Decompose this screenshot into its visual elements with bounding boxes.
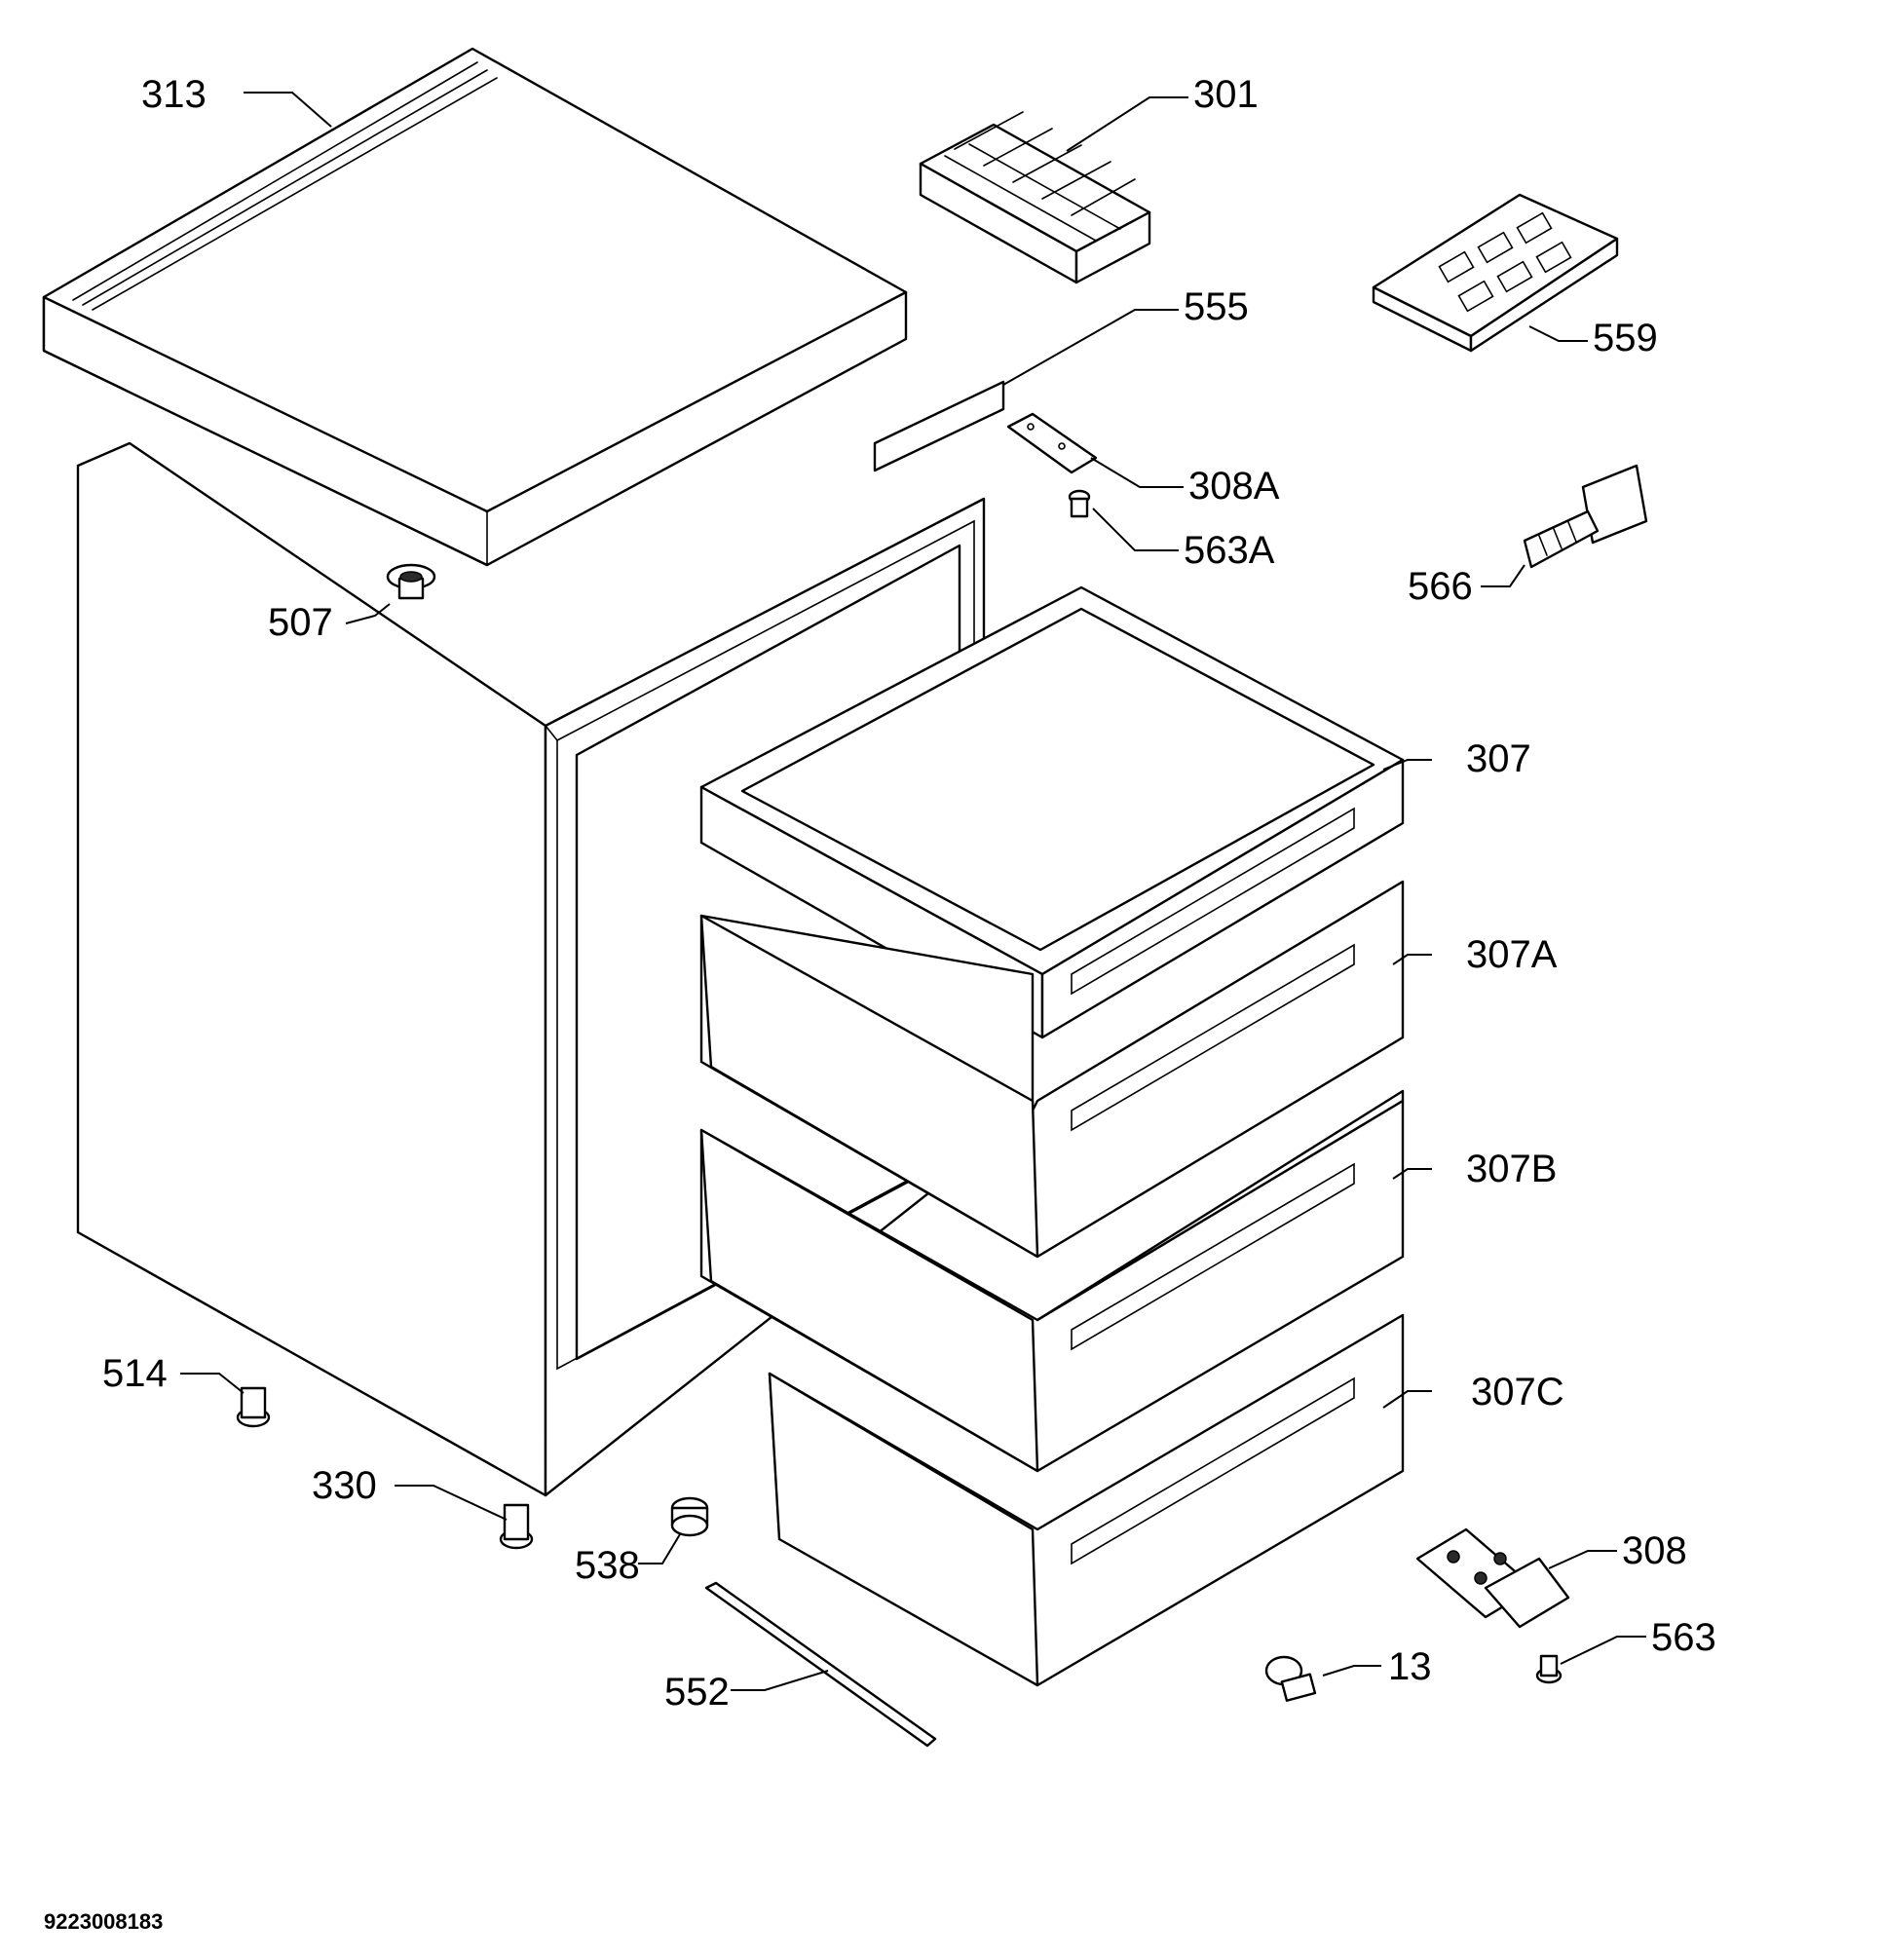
part-308-hinge	[1415, 1527, 1570, 1629]
part-559-cold-pack	[1372, 193, 1619, 353]
callout-308A: 308A	[1188, 465, 1280, 508]
part-307-drawer	[699, 585, 1405, 1039]
callout-538: 538	[575, 1544, 640, 1587]
callout-308: 308	[1622, 1529, 1687, 1572]
callout-330: 330	[312, 1464, 377, 1507]
part-330-foot	[499, 1503, 534, 1550]
callout-307: 307	[1466, 737, 1531, 780]
part-555-strip	[873, 380, 1005, 472]
part-307A-drawer	[699, 880, 1405, 1259]
callout-559: 559	[1593, 317, 1658, 359]
part-563A-screw	[1068, 489, 1091, 518]
part-308A-hinge-plate	[1006, 412, 1098, 474]
callout-552: 552	[664, 1671, 730, 1714]
callout-13: 13	[1388, 1645, 1432, 1688]
callout-555: 555	[1184, 285, 1249, 328]
callout-301: 301	[1193, 73, 1259, 116]
part-307B-drawer	[699, 1089, 1405, 1473]
callout-313: 313	[141, 73, 207, 116]
part-566-scraper	[1523, 464, 1648, 569]
part-507-plug	[386, 563, 436, 600]
part-538-nut	[670, 1496, 709, 1537]
callout-514: 514	[102, 1352, 168, 1395]
part-313-worktop	[42, 47, 908, 567]
leader-lines	[180, 92, 1646, 1691]
callout-307B: 307B	[1466, 1148, 1557, 1190]
part-563-screw	[1535, 1654, 1563, 1684]
part-13-clip	[1264, 1655, 1317, 1702]
callout-566: 566	[1408, 565, 1473, 608]
callout-563A: 563A	[1184, 529, 1275, 572]
part-514-bolt	[236, 1386, 271, 1428]
callout-563: 563	[1651, 1616, 1716, 1659]
callout-307A: 307A	[1466, 933, 1558, 976]
part-301-ice-tray	[919, 111, 1151, 284]
document-number: 9223008183	[44, 1909, 163, 1934]
callout-307C: 307C	[1471, 1371, 1564, 1413]
part-552-rail	[704, 1581, 937, 1748]
part-307C-drawer	[768, 1313, 1405, 1687]
callout-labels: 313 301 555 559 308A 563A 566 507 307 30…	[102, 73, 1716, 1714]
callout-507: 507	[268, 601, 333, 644]
